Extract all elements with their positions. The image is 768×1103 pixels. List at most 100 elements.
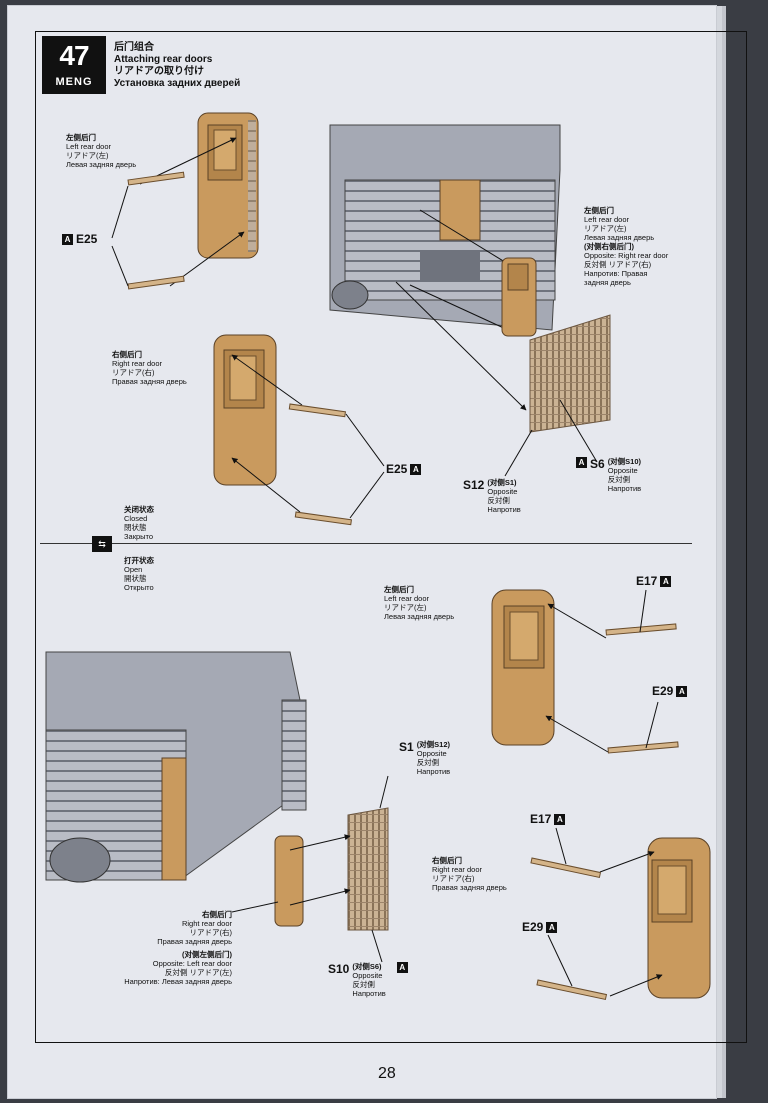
label-ru: Открыто (124, 583, 154, 592)
note-en: Opposite (487, 487, 518, 496)
label-opp-ja: 反対側 リアドア(右) (584, 260, 652, 269)
label-opp-ru2: задняя дверь (584, 278, 631, 287)
note-en: Opposite (352, 971, 383, 980)
label-open: 打开状态 Open 開状態 Открыто (124, 556, 154, 592)
section-divider (40, 543, 692, 544)
label-opp-ru: Напротив: Правая (584, 269, 648, 278)
part-s1: S1 (对侧S12) Opposite 反対側 Напротив (399, 740, 450, 776)
brand-logo: MENG (55, 76, 93, 88)
part-code: E25 (76, 232, 98, 246)
label-ru: Правая задняя дверь (157, 937, 232, 946)
label-ja: リアドア(右) (112, 368, 155, 377)
label-ja: 閉状態 (124, 523, 147, 532)
part-code: E17 (530, 812, 552, 826)
part-e29-bottom: E29 A (522, 920, 558, 934)
note-ru: Напротив (487, 505, 521, 514)
note-zh: (对侧S6) (352, 962, 382, 971)
sprue-badge: A (660, 575, 672, 587)
right-door-open-part (274, 835, 304, 927)
label-en: Left rear door (66, 142, 112, 151)
label-right-door-top: 右侧后门 Right rear door リアドア(右) Правая задн… (112, 350, 187, 386)
note-en: Opposite (416, 749, 447, 758)
label-ja: リアドア(右) (189, 928, 233, 937)
right-rear-door-open (647, 837, 711, 999)
label-opp-zh: (对侧右侧后门) (584, 242, 634, 251)
note-ru: Напротив (607, 484, 642, 493)
label-opp-en: Opposite: Right rear door (584, 251, 669, 260)
label-en: Closed (124, 514, 148, 523)
label-ru: Левая задняя дверь (584, 233, 655, 242)
label-zh: 打开状态 (124, 556, 154, 565)
part-code: E25 (386, 462, 408, 476)
sprue-badge: A (576, 457, 587, 468)
label-opp-ja: 反対側 リアドア(左) (164, 968, 232, 977)
part-s12: S12 (对侧S1) Opposite 反対側 Напротив (463, 478, 521, 514)
label-ru: Правая задняя дверь (432, 883, 507, 892)
label-left-door-top: 左侧后门 Left rear door リアドア(左) Левая задняя… (66, 133, 136, 169)
label-left-door-bottom: 左侧后门 Left rear door リアドア(左) Левая задняя… (384, 585, 454, 621)
label-en: Left rear door (584, 215, 630, 224)
part-code: S1 (399, 740, 414, 754)
left-rear-door-closed (197, 112, 259, 259)
label-ru: Правая задняя дверь (112, 377, 187, 386)
toggle-state-icon: ⇆ (92, 536, 112, 552)
label-ru: Левая задняя дверь (384, 612, 455, 621)
step-title: 后门组合 Attaching rear doors リアドアの取り付け Уста… (114, 42, 240, 90)
part-code: S12 (463, 478, 485, 492)
sprue-badge: A (62, 233, 73, 245)
right-rear-door-closed (213, 334, 277, 486)
label-opp-en: Opposite: Left rear door (152, 959, 232, 968)
part-s10: S10 (对侧S6) Opposite 反対側 Напротив A (328, 962, 408, 998)
part-note: (对侧S6) Opposite 反対側 Напротив (352, 962, 385, 998)
label-zh: 左侧后门 (66, 133, 96, 142)
note-ja: 反対側 (416, 758, 440, 767)
vehicle-hull-top (329, 124, 561, 331)
label-ja: リアドア(左) (384, 603, 427, 612)
label-opp-zh: (对侧左侧后门) (182, 950, 232, 959)
note-zh: (对侧S10) (607, 457, 642, 466)
sprue-badge: A (410, 463, 422, 475)
label-ja: リアドア(左) (66, 151, 109, 160)
label-ru: Закрыто (124, 532, 154, 541)
sprue-badge: A (396, 962, 408, 973)
label-zh: 右侧后门 (112, 350, 142, 359)
label-en: Left rear door (384, 594, 430, 603)
page-number: 28 (378, 1065, 396, 1082)
note-ru: Напротив (352, 989, 386, 998)
label-zh: 右侧后门 (202, 910, 232, 919)
label-zh: 左侧后门 (384, 585, 414, 594)
label-en: Open (124, 565, 143, 574)
label-ru: Левая задняя дверь (66, 160, 137, 169)
part-code: S6 (590, 457, 605, 471)
label-ja: リアドア(右) (432, 874, 475, 883)
part-s6: A S6 (对侧S10) Opposite 反対側 Напротив (576, 457, 641, 493)
label-ja: リアドア(左) (584, 224, 627, 233)
note-zh: (对侧S1) (487, 478, 517, 487)
sprue-badge: A (676, 685, 688, 697)
label-en: Right rear door (181, 919, 232, 928)
label-zh: 关闭状态 (124, 505, 154, 514)
part-e25-top: A E25 (62, 232, 97, 246)
title-ru: Установка задних дверей (114, 78, 241, 89)
label-right-door-bottom-left: 右侧后门 Right rear door リアドア(右) Правая задн… (100, 910, 232, 986)
step-badge: 47 MENG (42, 36, 106, 94)
note-ja: 反対側 (352, 980, 375, 989)
part-code: E29 (652, 684, 674, 698)
instruction-frame (35, 31, 747, 1043)
part-code: E29 (522, 920, 544, 934)
part-e25-mid: E25 A (386, 462, 422, 476)
title-ja: リアドアの取り付け (114, 66, 204, 77)
label-en: Right rear door (432, 865, 483, 874)
label-zh: 右侧后门 (432, 856, 462, 865)
label-opp-ru: Напротив: Левая задняя дверь (124, 977, 232, 986)
part-code: E17 (636, 574, 658, 588)
label-en: Right rear door (112, 359, 163, 368)
label-left-door-right: 左侧后门 Left rear door リアドア(左) Левая задняя… (584, 206, 668, 287)
label-zh: 左侧后门 (584, 206, 614, 215)
title-zh: 后门组合 (114, 42, 154, 53)
note-ru: Напротив (416, 767, 451, 776)
part-code: S10 (328, 962, 350, 976)
note-en: Opposite (607, 466, 638, 475)
label-ja: 開状態 (124, 574, 147, 583)
